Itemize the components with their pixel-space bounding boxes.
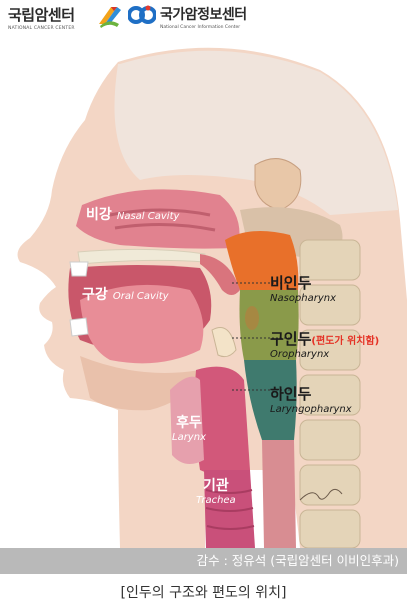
pharynx-anatomy-illustration bbox=[0, 40, 407, 550]
nasal-cavity-korean: 비강 bbox=[86, 207, 112, 223]
nc-logo-korean: 국립암센터 bbox=[8, 4, 75, 25]
trachea-english: Trachea bbox=[196, 495, 236, 506]
nasal-cavity-english: Nasal Cavity bbox=[117, 211, 180, 222]
oropharynx-english: Oropharynx bbox=[270, 349, 379, 360]
oral-cavity-korean: 구강 bbox=[82, 287, 108, 303]
laryngopharynx-label: 하인두 Laryngopharynx bbox=[270, 383, 352, 415]
trachea-label: 기관 Trachea bbox=[196, 475, 236, 506]
esophagus bbox=[262, 440, 296, 548]
laryngopharynx-english: Laryngopharynx bbox=[270, 404, 352, 415]
palatine-tonsil bbox=[245, 306, 259, 330]
larynx-korean: 후두 bbox=[172, 412, 206, 432]
trachea-korean: 기관 bbox=[196, 475, 236, 495]
nasopharynx-label: 비인두 Nasopharynx bbox=[270, 272, 336, 304]
national-cancer-center-logo[interactable]: 국립암센터 NATIONAL CANCER CENTER bbox=[8, 4, 75, 31]
tonsil-location-note: (편도가 위치함) bbox=[311, 336, 379, 347]
upper-teeth bbox=[70, 262, 88, 276]
figure-caption: [인두의 구조와 편도의 위치] bbox=[0, 582, 407, 602]
nc-logo-english: NATIONAL CANCER CENTER bbox=[8, 26, 75, 31]
oral-cavity-english: Oral Cavity bbox=[113, 291, 169, 302]
lower-teeth bbox=[70, 318, 88, 336]
logo-bar: 국립암센터 NATIONAL CANCER CENTER 국가암정보센터 Nat… bbox=[0, 0, 407, 40]
cancer-information-center-logo[interactable]: 국가암정보센터 National Cancer Information Cent… bbox=[160, 4, 247, 30]
reviewer-credit: 감수 : 정유석 (국립암센터 이비인후과) bbox=[0, 548, 407, 574]
oropharynx-label: 구인두(편도가 위치함) Oropharynx bbox=[270, 328, 379, 360]
nci-logo-english: National Cancer Information Center bbox=[160, 25, 247, 30]
nasopharynx-english: Nasopharynx bbox=[270, 293, 336, 304]
laryngopharynx-korean: 하인두 bbox=[270, 383, 352, 404]
nc-brand-mark-icon bbox=[97, 4, 123, 28]
nci-logo-korean: 국가암정보센터 bbox=[160, 4, 247, 24]
larynx-label: 후두 Larynx bbox=[172, 412, 206, 443]
oral-cavity-label: 구강 Oral Cavity bbox=[82, 284, 169, 304]
nci-brand-mark-icon bbox=[128, 4, 156, 26]
nasal-cavity-label: 비강 Nasal Cavity bbox=[86, 204, 179, 224]
oropharynx-korean: 구인두 bbox=[270, 330, 311, 348]
nasopharynx-korean: 비인두 bbox=[270, 272, 336, 293]
larynx-english: Larynx bbox=[172, 432, 206, 443]
